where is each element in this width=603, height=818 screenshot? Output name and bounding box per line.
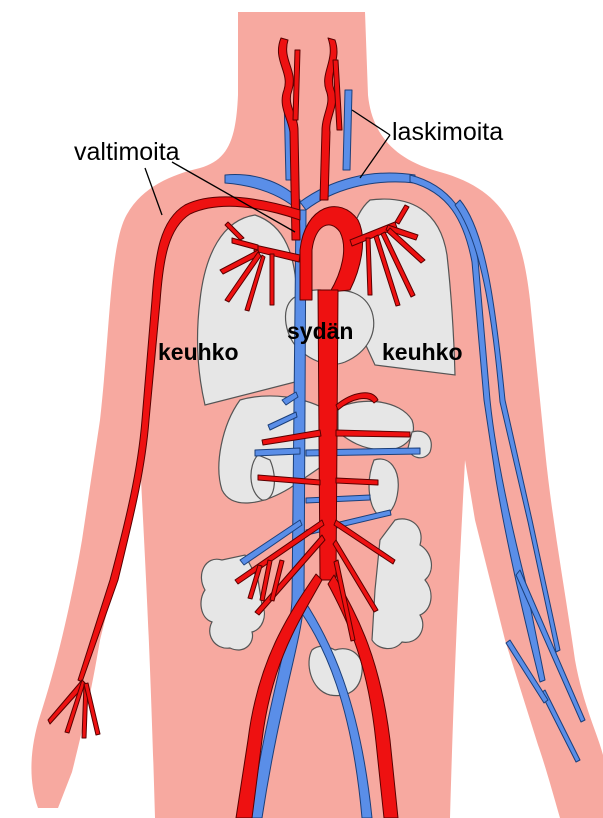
label-lung-right: keuhko	[382, 339, 463, 365]
vein-jugular-right	[343, 90, 352, 170]
label-lung-left: keuhko	[158, 339, 239, 365]
label-heart: sydän	[287, 318, 353, 344]
label-veins: laskimoita	[392, 118, 503, 146]
label-arteries: valtimoita	[74, 138, 180, 166]
